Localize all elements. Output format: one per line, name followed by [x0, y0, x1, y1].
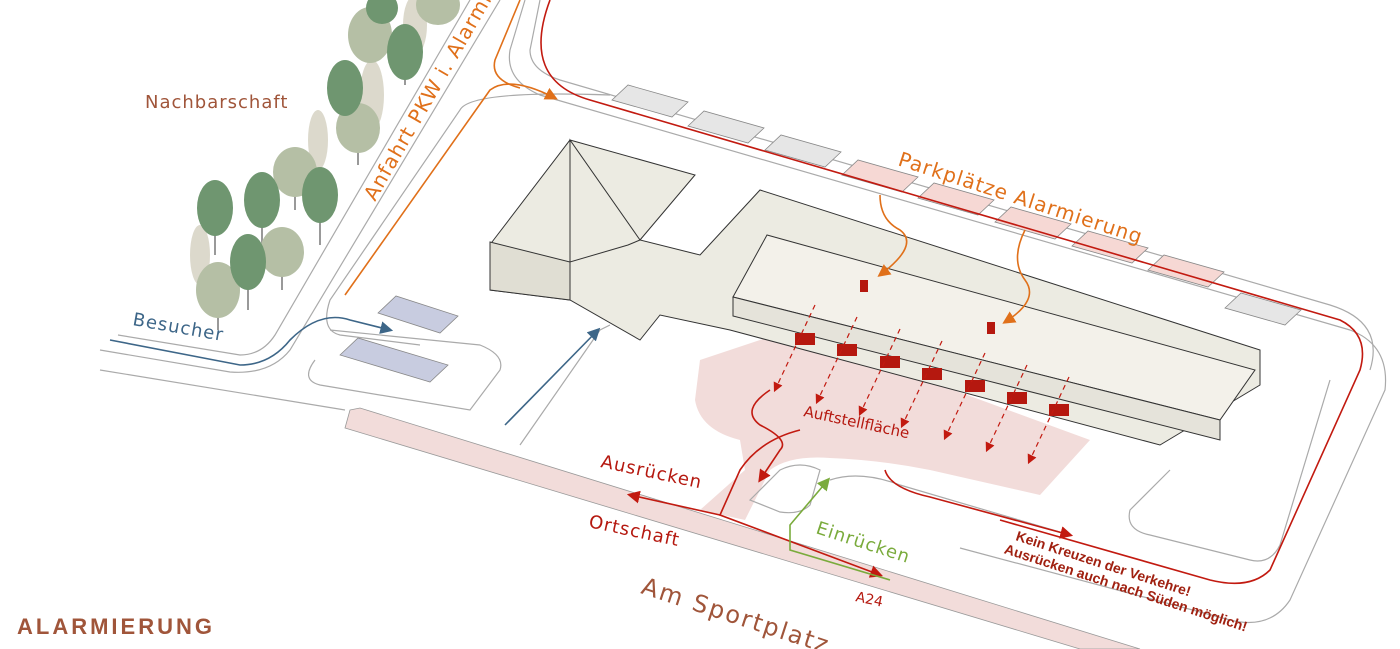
parking-to-door-arrow-1 [877, 194, 908, 277]
return-route [789, 477, 891, 581]
label-street: Am Sportplatz [638, 572, 834, 649]
town-arrow [626, 490, 721, 516]
deploy-route-arrow [751, 389, 784, 483]
deploy-route-left [718, 429, 883, 578]
trees [190, 0, 460, 330]
south-deploy-route [884, 469, 1074, 539]
label-neighborhood: Nachbarschaft [145, 92, 288, 113]
visitor-entry-arrow [504, 327, 601, 426]
garage-doors [795, 280, 1069, 416]
deploy-dashed-arrows [773, 304, 1070, 465]
page-title: ALARMIERUNG [17, 614, 215, 639]
label-highway: A24 [854, 589, 884, 610]
parking-to-door-arrow-2 [1002, 229, 1031, 324]
staging-area-surface [695, 330, 1090, 520]
visitor-route [109, 316, 394, 366]
street-am-sportplatz [344, 407, 1141, 649]
alarm-approach-route [344, 83, 558, 296]
parking-rows [339, 84, 1302, 383]
alarm-loop-route [540, 0, 1364, 585]
